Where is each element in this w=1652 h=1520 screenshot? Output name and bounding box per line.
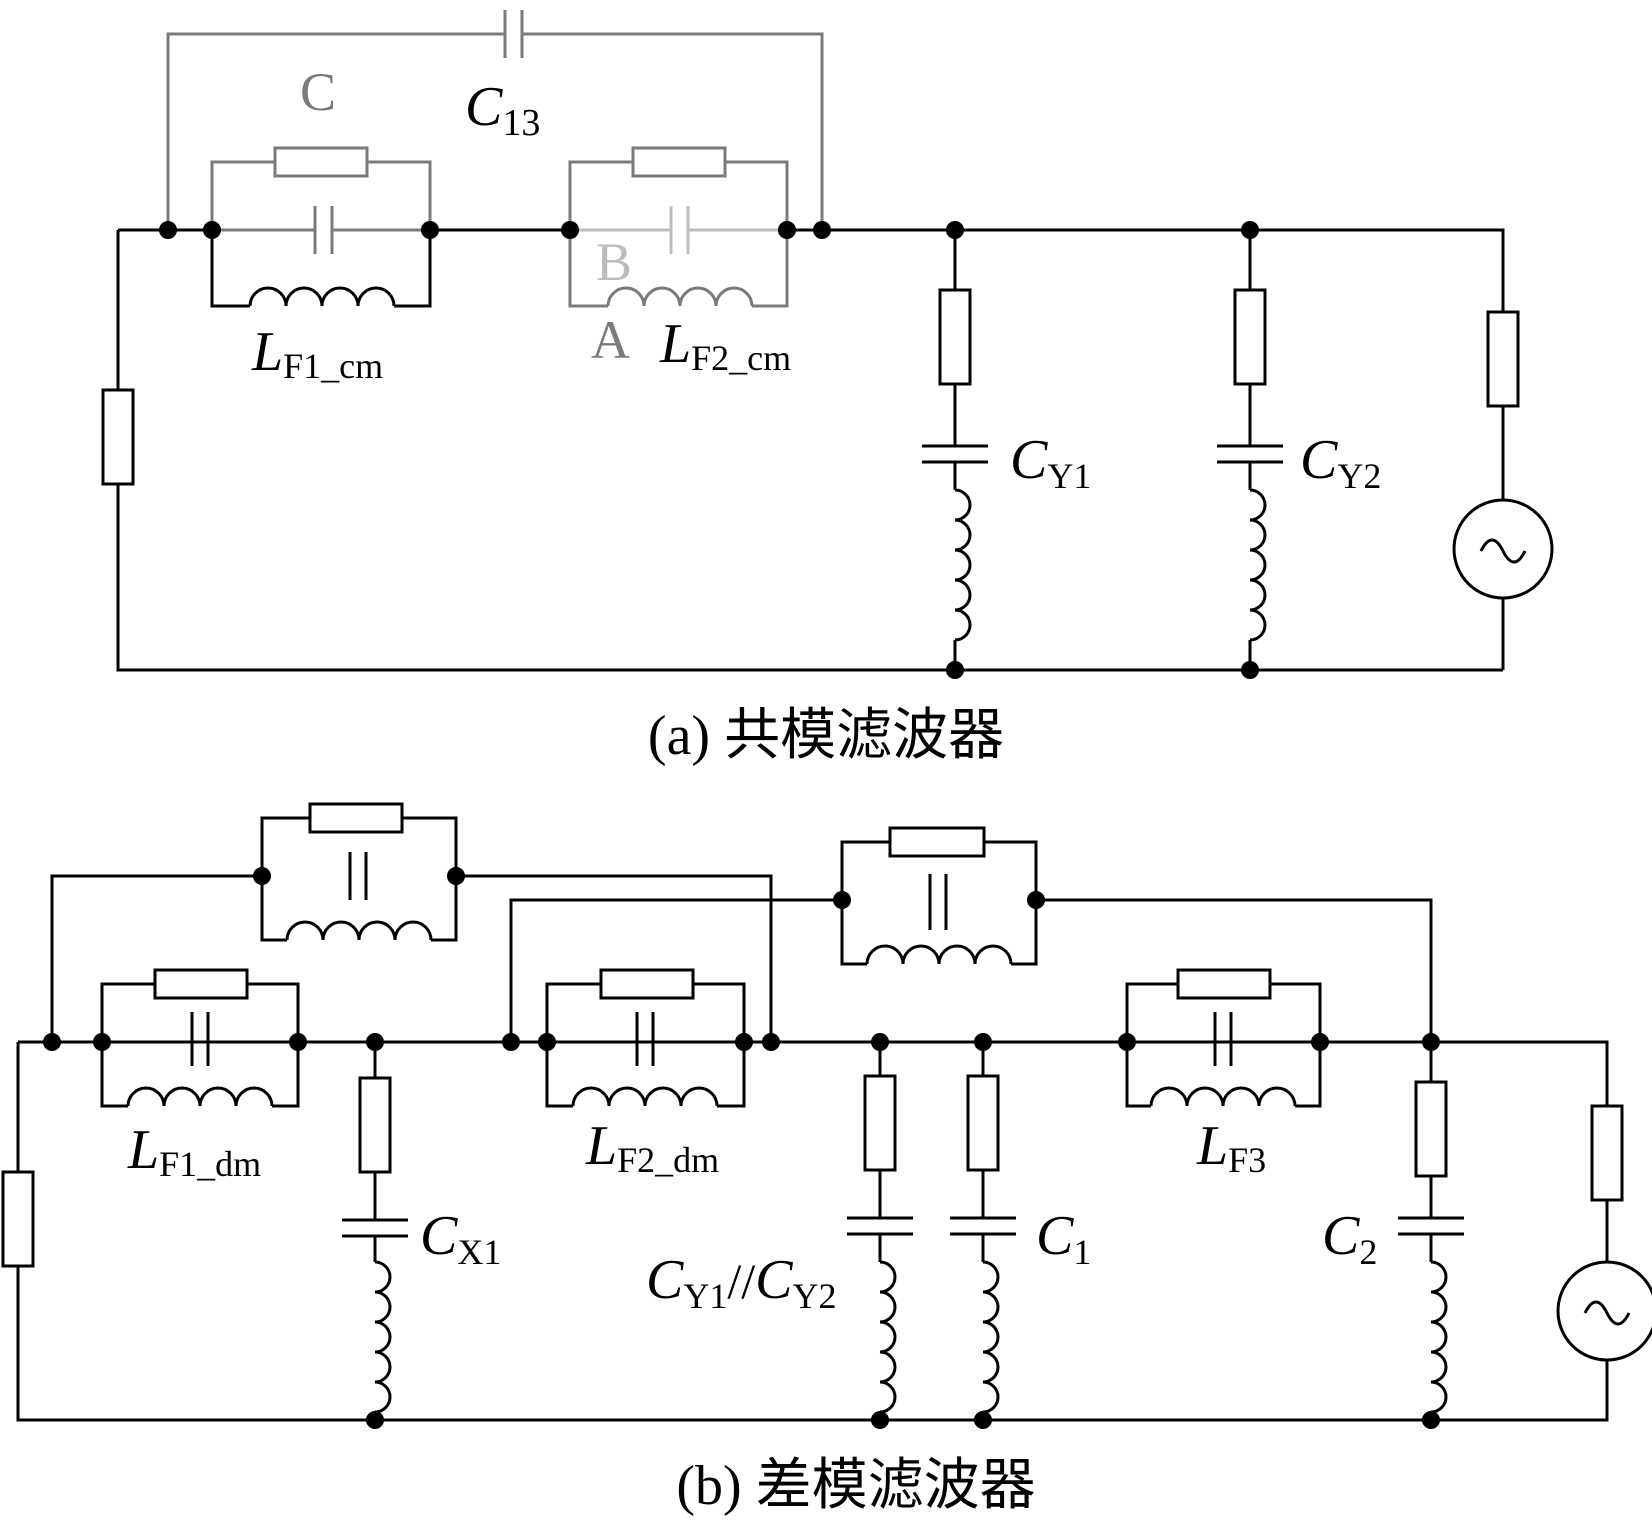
cm-point-a-label: A xyxy=(591,310,630,370)
cm-lf1-inductor xyxy=(248,286,396,308)
dm-lf1-group xyxy=(100,968,300,1108)
cm-point-b-label: B xyxy=(596,232,632,292)
cm-lf1-group xyxy=(210,146,432,308)
dm-upper-bridge-group-1 xyxy=(260,802,458,942)
dm-lf3-inductor xyxy=(1149,1086,1297,1108)
cm-cy1-label: CY1 xyxy=(1010,429,1091,496)
cm-ac-source-icon xyxy=(1452,498,1554,600)
cm-load-resistor xyxy=(101,388,135,486)
cm-point-c-label: C xyxy=(300,62,336,122)
dm-lf3-group xyxy=(1125,968,1322,1108)
dm-lf1-inductor xyxy=(126,1086,274,1108)
dm-upper-bridge-group-2 xyxy=(840,826,1038,966)
dm-cx1-inductor xyxy=(373,1260,392,1414)
dm-c2-resistor xyxy=(1414,1080,1448,1178)
differential-mode-filter: LF1_dm LF2_dm LF3 CX1 CY1//CY2 C1 C2 (b)… xyxy=(1,802,1652,1517)
dm-c2-inductor xyxy=(1429,1260,1448,1414)
dm-cy12-resistor xyxy=(863,1074,897,1172)
cm-cy2-label: CY2 xyxy=(1300,429,1381,496)
dm-cx1-resistor xyxy=(358,1076,392,1174)
dm-lf1-label: LF1_dm xyxy=(127,1119,261,1184)
cm-source-resistor xyxy=(1486,310,1520,408)
dm-lf2-label: LF2_dm xyxy=(585,1115,719,1180)
dm-source-resistor xyxy=(1590,1104,1624,1202)
dm-lf2-group xyxy=(545,968,746,1108)
dm-lf3-label: LF3 xyxy=(1196,1115,1266,1180)
cm-cy2-inductor xyxy=(1248,488,1267,642)
cm-wires xyxy=(116,228,1505,672)
dm-load-resistor xyxy=(1,1170,35,1268)
dm-cy12-inductor xyxy=(878,1260,897,1414)
cm-lf2-group xyxy=(568,146,789,308)
cm-c13-branch xyxy=(166,10,824,230)
cm-junctions xyxy=(159,221,1259,679)
dm-ac-source-icon xyxy=(1556,1260,1652,1362)
cm-caption: (a) 共模滤波器 xyxy=(648,705,1004,767)
cm-cy1-inductor xyxy=(953,488,972,642)
cm-c13-label: C13 xyxy=(465,76,540,144)
dm-lf2-inductor xyxy=(571,1086,719,1108)
cm-lf2-parallel-resistor xyxy=(631,146,727,178)
cm-lf1-parallel-resistor xyxy=(273,146,369,178)
cm-cy2-resistor xyxy=(1233,288,1267,386)
dm-lf1-parallel-resistor xyxy=(153,968,249,1000)
dm-c1-inductor xyxy=(981,1260,1000,1414)
dm-c1-resistor xyxy=(966,1074,1000,1172)
dm-cx1-label: CX1 xyxy=(420,1205,501,1272)
dm-lf3-parallel-resistor xyxy=(1176,968,1272,1000)
dm-c2-label: C2 xyxy=(1322,1205,1377,1272)
dm-cy12-label: CY1//CY2 xyxy=(646,1249,837,1316)
common-mode-filter: C13 C B A LF1_cm LF2_cm CY1 CY2 (a) 共模滤波… xyxy=(101,10,1554,767)
dm-lf2-parallel-resistor xyxy=(599,968,695,1000)
dm-junctions xyxy=(43,867,1440,1429)
cm-lf1-label: LF1_cm xyxy=(251,321,383,386)
cm-lf2-label: LF2_cm xyxy=(659,313,791,378)
dm-caption: (b) 差模滤波器 xyxy=(676,1455,1035,1517)
dm-c1-label: C1 xyxy=(1036,1205,1091,1272)
cm-cy1-resistor xyxy=(938,288,972,386)
